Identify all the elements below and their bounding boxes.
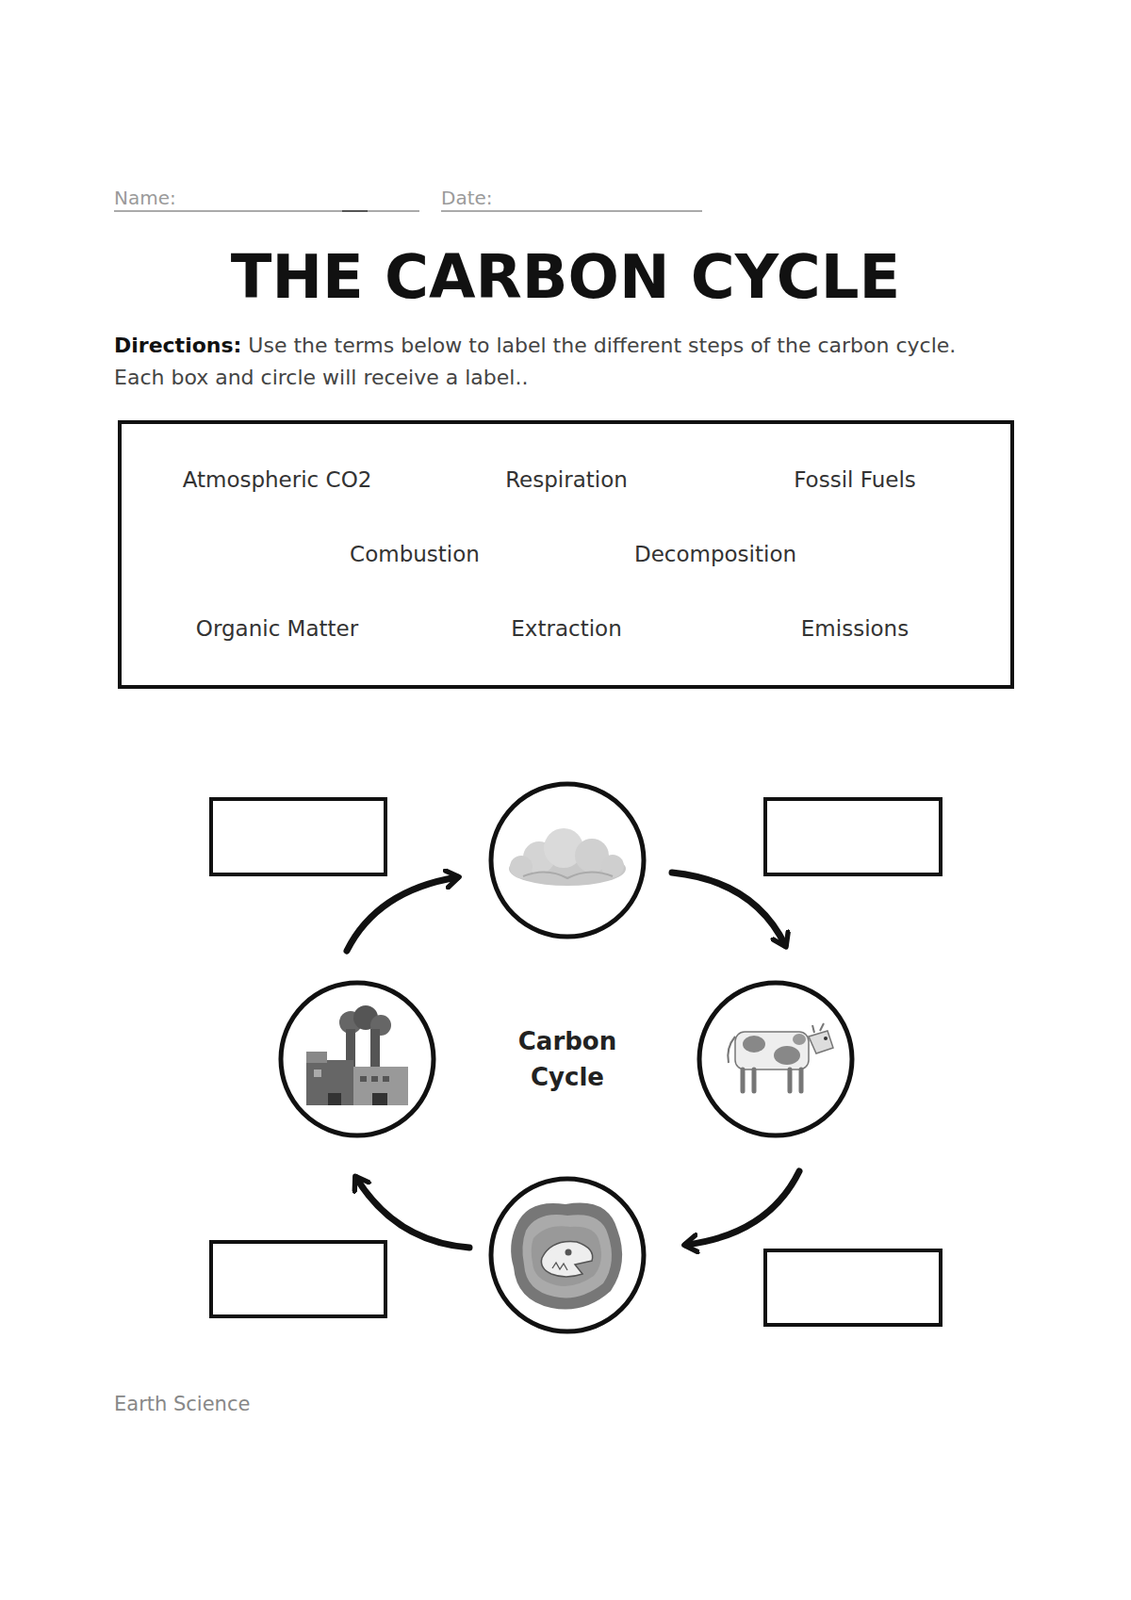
word-bank-term: Decomposition (634, 541, 797, 567)
date-line (441, 210, 703, 213)
subject-footer: Earth Science (114, 1393, 250, 1416)
answer-box (211, 1242, 386, 1317)
word-bank-box: Atmospheric CO2 Respiration Fossil FuelsCo… (117, 420, 1015, 689)
directions-text: Directions: Use the terms below to label… (114, 329, 1005, 394)
word-bank-term: Atmospheric CO2 (182, 467, 373, 492)
answer-box (211, 799, 386, 875)
cow-icon (727, 1023, 834, 1092)
word-bank-term: Combustion (349, 541, 480, 567)
name-label: Name: (114, 186, 177, 210)
answer-box (765, 799, 941, 875)
spacer (241, 333, 248, 358)
word-bank-term: Extraction (510, 616, 622, 641)
cycle-circles (280, 784, 853, 1332)
word-bank-term: Respiration (505, 467, 628, 492)
fossil-icon (510, 1203, 623, 1311)
directions-heading: Directions: (114, 333, 242, 358)
word-bank-term: Organic Matter (196, 616, 359, 641)
cloud-icon (508, 828, 626, 886)
answer-box (765, 1250, 941, 1326)
date-label: Date: (441, 186, 493, 210)
factory-icon (306, 1005, 409, 1106)
worksheet-title: THE CARBON CYCLE (230, 242, 902, 312)
name-line-mark (342, 210, 368, 213)
center-label: Carbon Cycle (506, 1023, 629, 1096)
word-bank-term: Emissions (801, 616, 909, 641)
name-line (114, 210, 420, 213)
word-bank-term: Fossil Fuels (793, 467, 917, 492)
